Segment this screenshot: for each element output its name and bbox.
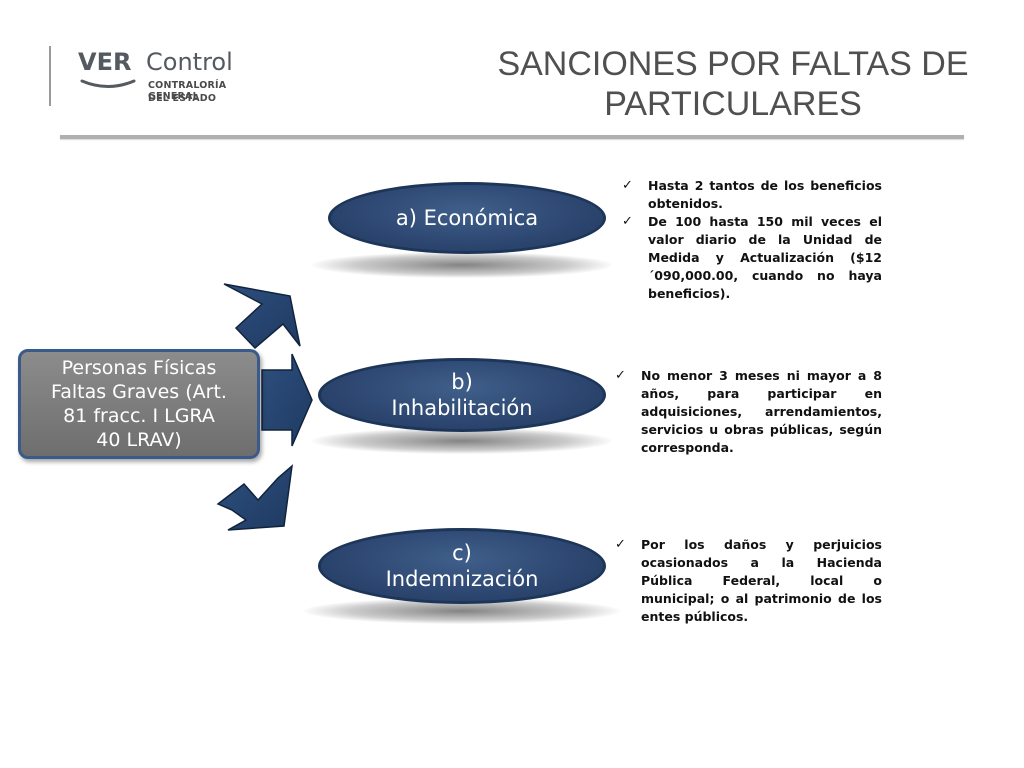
title-rule [60,135,964,139]
logo-swoosh-icon [80,79,136,88]
list-item: ✓No menor 3 meses ni mayor a 8 años, par… [615,368,882,455]
branch-label: b) Inhabilitación [391,370,533,420]
checkmark-icon: ✓ [622,214,633,229]
logo-subtitle-line1: CONTRALORÍA GENERAL [148,80,227,102]
logo-subtitle-line2: DEL ESTADO [148,93,217,104]
oval-shadow [312,428,612,454]
branch-label: a) Económica [395,206,539,230]
list-item: ✓Hasta 2 tantos de los beneficios obteni… [622,178,882,211]
arrow-icon [261,353,313,447]
page-title: SANCIONES POR FALTAS DE PARTICULARES [497,45,969,123]
branch-inhabilitacion: b) Inhabilitación [318,358,606,432]
logo: VER Control CONTRALORÍA GENERAL DEL ESTA… [78,48,268,108]
bullets-economica: ✓Hasta 2 tantos de los beneficios obteni… [620,177,882,303]
logo-brand-bold: VER [78,48,132,76]
branch-indemnizacion: c) Indemnización [318,528,606,604]
header-divider [49,46,51,106]
arrow-icon [223,283,301,350]
bullets-inhabilitacion: ✓No menor 3 meses ni mayor a 8 años, par… [613,367,882,457]
oval-shadow [312,252,612,278]
arrow-icon [216,464,294,531]
branch-label: c) Indemnización [385,541,539,591]
checkmark-icon: ✓ [622,178,633,193]
list-item: ✓De 100 hasta 150 mil veces el valor dia… [622,214,882,301]
branch-economica: a) Económica [328,182,606,254]
checkmark-icon: ✓ [615,368,626,383]
checkmark-icon: ✓ [615,537,626,552]
bullets-indemnizacion: ✓Por los daños y perjuicios ocasionados … [613,536,882,626]
source-box: Personas Físicas Faltas Graves (Art. 81 … [18,349,260,459]
logo-brand-light: Control [146,48,233,76]
list-item: ✓Por los daños y perjuicios ocasionados … [615,537,882,624]
source-label: Personas Físicas Faltas Graves (Art. 81 … [51,357,227,451]
